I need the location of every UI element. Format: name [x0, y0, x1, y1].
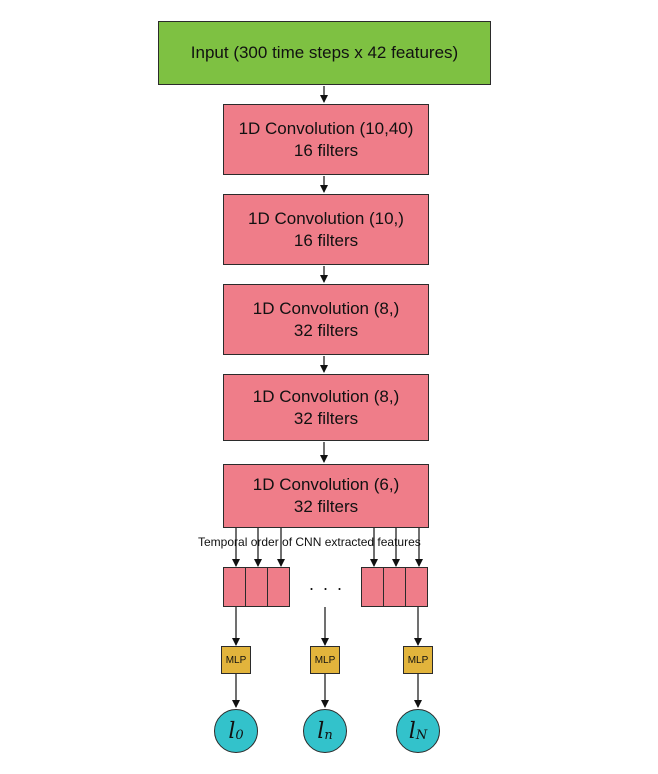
- node-symbol: l: [317, 718, 325, 744]
- conv-filters: 16 filters: [293, 140, 359, 160]
- conv-title: 1D Convolution (10,40): [238, 118, 414, 138]
- feature-cell: [361, 567, 384, 607]
- mlp-label: MLP: [407, 654, 429, 666]
- node-symbol: l: [228, 718, 236, 744]
- features-caption: Temporal order of CNN extracted features: [198, 535, 421, 549]
- conv-box-1: 1D Convolution (10,40) 16 filters: [223, 104, 429, 175]
- feature-cells-right: [361, 567, 428, 607]
- conv-box-3: 1D Convolution (8,) 32 filters: [223, 284, 429, 355]
- mlp-box-left: MLP: [221, 646, 251, 674]
- conv-filters: 32 filters: [293, 408, 359, 428]
- conv-title: 1D Convolution (10,): [248, 208, 404, 228]
- feature-cell: [223, 567, 246, 607]
- conv-filters: 16 filters: [293, 230, 359, 250]
- conv-box-2: 1D Convolution (10,) 16 filters: [223, 194, 429, 265]
- node-subscript: N: [415, 727, 428, 743]
- feature-cell: [245, 567, 268, 607]
- node-subscript: 0: [235, 727, 244, 743]
- conv-box-5: 1D Convolution (6,) 32 filters: [223, 464, 429, 528]
- conv-filters: 32 filters: [293, 320, 359, 340]
- mlp-box-right: MLP: [403, 646, 433, 674]
- conv-title: 1D Convolution (8,): [252, 298, 400, 318]
- conv-filters: 32 filters: [293, 497, 359, 516]
- mlp-label: MLP: [314, 654, 336, 666]
- feature-cell: [267, 567, 290, 607]
- node-subscript: n: [324, 727, 333, 743]
- node-symbol: l: [408, 718, 416, 744]
- mlp-label: MLP: [225, 654, 247, 666]
- conv-title: 1D Convolution (8,): [252, 386, 400, 406]
- input-box: Input (300 time steps x 42 features): [158, 21, 491, 85]
- feature-cell: [383, 567, 406, 607]
- feature-cells-left: [223, 567, 290, 607]
- feature-cell: [405, 567, 428, 607]
- input-label: Input (300 time steps x 42 features): [190, 43, 459, 62]
- mlp-box-middle: MLP: [310, 646, 340, 674]
- conv-box-4: 1D Convolution (8,) 32 filters: [223, 374, 429, 441]
- conv-title: 1D Convolution (6,): [252, 475, 400, 494]
- ellipsis: . . .: [309, 574, 345, 594]
